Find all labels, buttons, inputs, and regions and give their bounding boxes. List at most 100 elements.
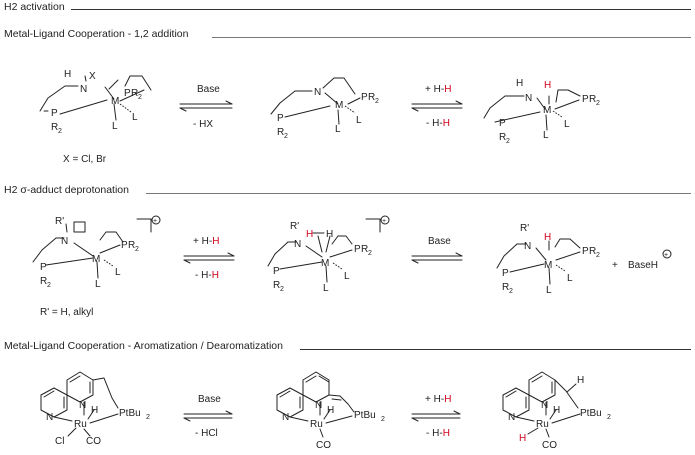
- atom-p: P: [124, 88, 131, 99]
- complex-rearomatized: N N Ru H H H PtBu 2 CO: [502, 371, 611, 451]
- atom-r: R: [589, 246, 596, 257]
- atom-h-red: H: [519, 433, 526, 444]
- atom-n: N: [282, 412, 289, 423]
- equilibrium-arrow: [411, 100, 463, 112]
- charge-plus: +: [153, 218, 157, 225]
- charge-bracket: [136, 218, 152, 233]
- complex-mx-amine: N H X M P R 2 P R 2 L L: [39, 69, 152, 135]
- divider-rule: [71, 9, 691, 10]
- heading-sigma-adduct: H2 σ-adduct deprotonation: [4, 184, 129, 196]
- subscript-2: 2: [596, 100, 600, 107]
- atom-p: P: [121, 240, 128, 251]
- atom-p: P: [354, 244, 361, 255]
- atom-co: CO: [316, 440, 331, 451]
- positive-charge: [151, 215, 161, 225]
- atom-n: N: [79, 400, 86, 411]
- atom-h: H: [516, 78, 523, 89]
- atom-l: L: [356, 115, 362, 126]
- atom-r: R: [499, 132, 506, 143]
- byproduct-hcl: - HCl: [195, 428, 218, 439]
- atom-rprime: R': [520, 223, 529, 234]
- subscript-2: 2: [58, 128, 62, 135]
- atom-rprime: R': [290, 221, 299, 232]
- reagent-h2: + H-H: [425, 84, 451, 95]
- subscript-2: 2: [280, 286, 284, 293]
- atom-m: M: [321, 258, 329, 269]
- atom-m: M: [111, 96, 119, 107]
- complex-hydride: N R' H M P R 2 P R 2 L L: [496, 223, 600, 296]
- equilibrium-arrow: [179, 100, 233, 112]
- atom-h: H: [577, 375, 584, 386]
- atom-p: P: [582, 246, 589, 257]
- atom-ptbu: PtBu: [119, 408, 141, 419]
- byproduct-h2: - H-H: [426, 428, 450, 439]
- subscript-2: 2: [47, 282, 51, 289]
- complex-dearomatized: N N Ru H PtBu 2 CO: [276, 371, 385, 451]
- reagent-base: Base: [428, 236, 451, 247]
- subscript-2: 2: [596, 252, 600, 259]
- atom-p: P: [499, 118, 506, 129]
- atom-l: L: [335, 124, 341, 135]
- atom-n: N: [508, 412, 515, 423]
- atom-p: P: [277, 113, 284, 124]
- equilibrium-arrow: [411, 410, 461, 422]
- atom-l: L: [546, 285, 552, 296]
- complex-h2-adduct: N H H M P R 2 P R 2 L L: [483, 78, 600, 145]
- atom-m: M: [544, 260, 552, 271]
- heading-h2-a: H2 activation: [4, 1, 65, 13]
- atom-cl: Cl: [55, 436, 64, 447]
- divider-rule: [212, 37, 691, 38]
- atom-h: H: [327, 405, 334, 416]
- atom-p: P: [361, 92, 368, 103]
- heading-aromatization-text: Metal-Ligand Cooperation - Aromatization…: [4, 340, 283, 352]
- byproduct-hx: - HX: [193, 119, 213, 130]
- vacant-site-box: [73, 221, 86, 233]
- charge-plus: +: [382, 218, 386, 225]
- equilibrium-arrow: [411, 252, 463, 264]
- complex-amido: N M P R 2 P R 2 L L: [270, 77, 379, 140]
- complex-ru-chloride: N N Ru H PtBu 2 Cl CO: [40, 371, 150, 447]
- r-definition: R' = H, alkyl: [40, 307, 93, 318]
- atom-n: N: [524, 241, 531, 252]
- atom-ru: Ru: [74, 419, 87, 430]
- atom-ptbu: PtBu: [354, 410, 376, 421]
- subscript-2: 2: [138, 94, 142, 101]
- atom-l: L: [564, 119, 570, 130]
- reagent-h2: + H-H: [193, 236, 219, 247]
- equilibrium-arrow: [183, 252, 235, 264]
- positive-charge: [662, 249, 672, 259]
- atom-n: N: [294, 239, 301, 250]
- atom-m: M: [92, 254, 100, 265]
- reagent-base: Base: [197, 84, 220, 95]
- atom-r: R: [273, 280, 280, 291]
- atom-p: P: [51, 108, 58, 119]
- heading-mlc-aromatization: Metal-Ligand Cooperation - Aromatization…: [4, 340, 283, 352]
- atom-l: L: [132, 112, 138, 123]
- atom-h: H: [553, 405, 560, 416]
- plus-sign: +: [612, 260, 618, 271]
- atom-x: X: [89, 71, 96, 82]
- byproduct-h2: - H-H: [195, 270, 219, 281]
- subscript-2: 2: [284, 133, 288, 140]
- atom-n: N: [46, 412, 53, 423]
- atom-r: R: [368, 92, 375, 103]
- atom-m: M: [335, 100, 343, 111]
- atom-r: R: [361, 244, 368, 255]
- subscript-2: 2: [607, 414, 611, 421]
- reagent-base: Base: [198, 394, 221, 405]
- atom-r: R: [40, 276, 47, 287]
- atom-n: N: [80, 84, 87, 95]
- heading-mlc-addition: Metal-Ligand Cooperation - 1,2 addition: [4, 28, 188, 40]
- subscript-2: 2: [146, 414, 150, 421]
- atom-p: P: [40, 262, 47, 273]
- subscript-2: 2: [135, 246, 139, 253]
- subscript-2: 2: [509, 288, 513, 295]
- atom-h: H: [64, 69, 71, 80]
- atom-r: R: [502, 282, 509, 293]
- subscript-2: 2: [368, 250, 372, 257]
- atom-r: R: [128, 240, 135, 251]
- x-definition: X = Cl, Br: [63, 154, 107, 165]
- atom-ru: Ru: [536, 419, 549, 430]
- atom-p: P: [582, 94, 589, 105]
